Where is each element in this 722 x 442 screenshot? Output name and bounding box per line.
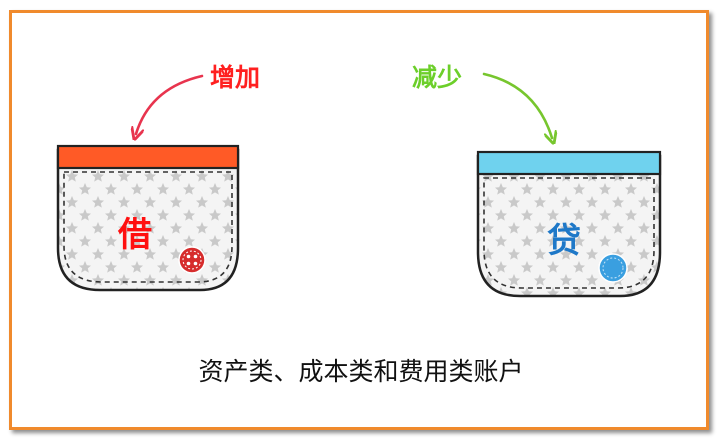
debit-label: 借 (118, 215, 152, 255)
debit-band (56, 144, 240, 170)
credit-label: 贷 (547, 221, 581, 261)
credit-band (476, 150, 662, 176)
increase-label: 增加 (210, 63, 261, 92)
decrease-arrow-icon (482, 72, 552, 138)
increase-arrow-icon (136, 74, 204, 134)
debit-pocket (56, 144, 240, 292)
credit-pocket (476, 150, 662, 298)
decrease-label: 减少 (412, 63, 463, 92)
red-button-icon (178, 246, 206, 274)
blue-button-icon (598, 253, 628, 283)
caption: 资产类、成本类和费用类账户 (198, 357, 524, 386)
